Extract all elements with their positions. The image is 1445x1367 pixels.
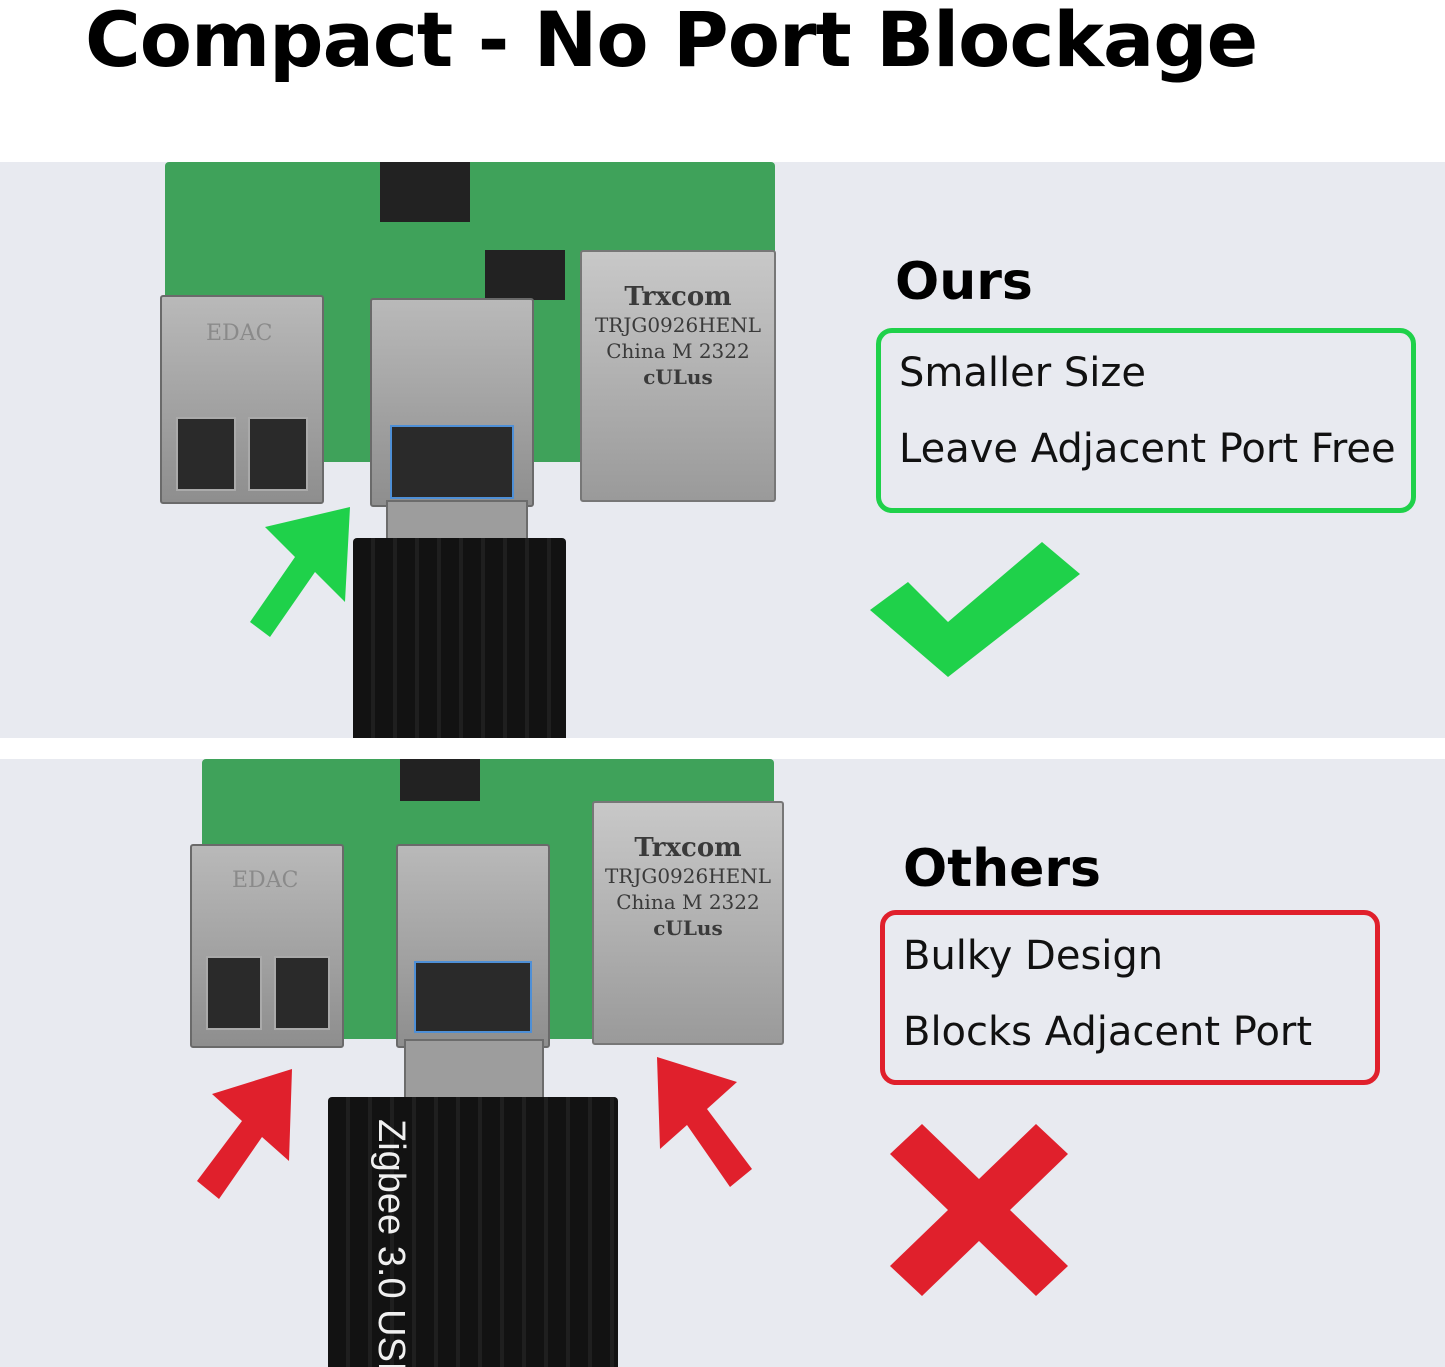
usb-slot (176, 417, 236, 491)
usb-slot (248, 417, 308, 491)
ours-panel: EDAC Trxcom TRJG0926HENL China M 2322 cU… (0, 162, 1445, 738)
usb-slot (390, 425, 514, 499)
page-title: Compact - No Port Blockage (85, 0, 1258, 84)
usb-port-middle (396, 844, 550, 1048)
bulky-dongle: Zigbee 3.0 USB (328, 1097, 618, 1367)
dongle-label: Zigbee 3.0 USB (370, 1119, 412, 1367)
arrow-up-right-icon (250, 507, 350, 637)
others-feature: Bulky Design (903, 933, 1164, 979)
usb-port-label: EDAC (206, 321, 273, 346)
chip (380, 162, 470, 222)
chip (485, 250, 565, 300)
ethernet-port: Trxcom TRJG0926HENL China M 2322 cULus (592, 801, 784, 1045)
check-icon (870, 542, 1080, 677)
ours-feature: Leave Adjacent Port Free (899, 426, 1396, 472)
rj45-cert: cULus (643, 365, 713, 389)
usb-port-middle (370, 298, 534, 507)
arrow-up-right-icon (197, 1069, 292, 1199)
ours-heading: Ours (895, 252, 1033, 312)
rj45-origin: China M 2322 (606, 339, 750, 363)
others-panel: EDAC Trxcom TRJG0926HENL China M 2322 cU… (0, 759, 1445, 1367)
usb-slot (274, 956, 330, 1030)
ethernet-port: Trxcom TRJG0926HENL China M 2322 cULus (580, 250, 776, 502)
others-feature: Blocks Adjacent Port (903, 1009, 1313, 1055)
rj45-origin: China M 2322 (616, 890, 760, 914)
dongle-plug (404, 1039, 544, 1103)
compact-dongle (353, 538, 566, 738)
chip (400, 759, 480, 801)
rj45-brand: Trxcom (624, 282, 732, 312)
rj45-model: TRJG0926HENL (594, 313, 762, 337)
usb-port-left: EDAC (190, 844, 344, 1048)
cross-icon (890, 1124, 1068, 1296)
rj45-model: TRJG0926HENL (604, 864, 772, 888)
others-heading: Others (903, 839, 1101, 899)
ours-feature: Smaller Size (899, 350, 1146, 396)
usb-slot (414, 961, 532, 1033)
usb-port-label: EDAC (232, 868, 299, 893)
others-feature-box (880, 910, 1380, 1085)
usb-slot (206, 956, 262, 1030)
arrow-up-left-icon (657, 1057, 752, 1187)
rj45-brand: Trxcom (634, 833, 742, 863)
rj45-cert: cULus (653, 916, 723, 940)
ours-feature-box (876, 328, 1416, 513)
usb-port-left: EDAC (160, 295, 324, 504)
